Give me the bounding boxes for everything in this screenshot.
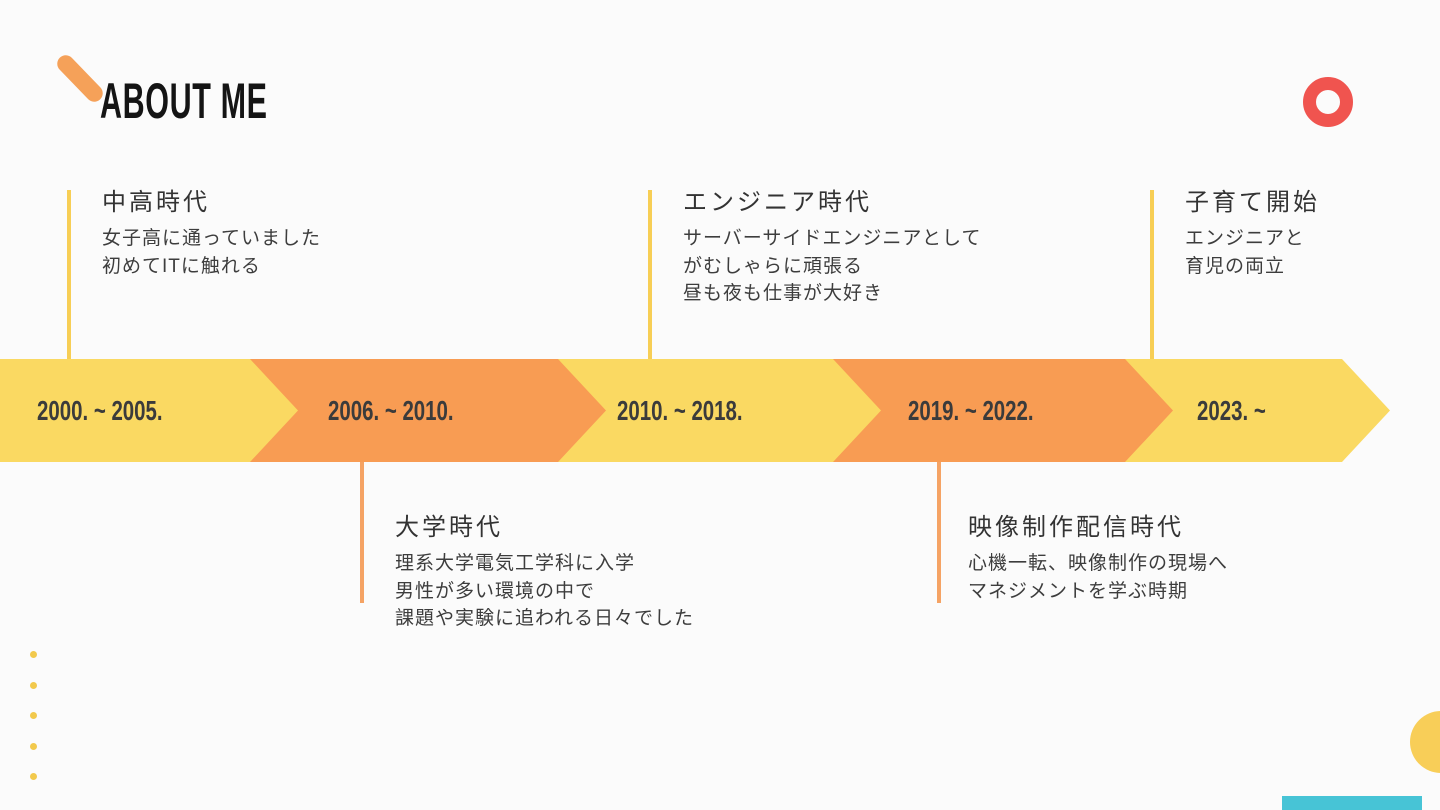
text-line: 育児の両立 — [1185, 255, 1286, 277]
text-line: がむしゃらに頑張る — [683, 255, 864, 277]
milestone-engineer-jidai: エンジニア時代 サーバーサイドエンジニアとしてがむしゃらに頑張る昼も夜も仕事が大… — [683, 188, 981, 308]
connector-line — [937, 462, 941, 603]
timeline-date-label: 2019. ~ 2022. — [908, 395, 1034, 426]
milestone-eizo-seisaku: 映像制作配信時代 心機一転、映像制作の現場へマネジメントを学ぶ時期 — [968, 513, 1228, 605]
timeline-date-label: 2010. ~ 2018. — [617, 395, 743, 426]
milestone-daigaku-jidai: 大学時代 理系大学電気工学科に入学男性が多い環境の中で課題や実験に追われる日々で… — [395, 513, 694, 633]
text-line: 女子高に通っていました — [102, 228, 322, 249]
text-line: 課題や実験に追われる日々でした — [395, 608, 695, 629]
dot-icon — [30, 773, 37, 780]
timeline-segment-2019-2022 — [833, 359, 1173, 462]
connector-line — [360, 462, 364, 603]
text-line: 昼も夜も仕事が大好き — [683, 283, 884, 304]
milestone-description: エンジニアと育児の両立 — [1185, 225, 1320, 280]
milestone-description: 心機一転、映像制作の現場へマネジメントを学ぶ時期 — [968, 550, 1228, 605]
text-line: サーバーサイドエンジニアとして — [683, 228, 982, 249]
text-line: 初めてITに触れる — [102, 255, 261, 277]
timeline-date-label: 2006. ~ 2010. — [328, 395, 454, 426]
text-line: 理系大学電気工学科に入学 — [395, 553, 636, 574]
dot-icon — [30, 742, 37, 750]
milestone-description: 女子高に通っていました初めてITに触れる — [102, 225, 321, 280]
timeline-date-label: 2000. ~ 2005. — [37, 395, 163, 426]
connector-line — [648, 190, 652, 359]
connector-line — [1150, 190, 1154, 359]
brush-dash-icon — [53, 51, 107, 106]
text-line: エンジニアと — [1185, 228, 1305, 249]
text-line: 男性が多い環境の中で — [395, 580, 596, 602]
milestone-title: 大学時代 — [395, 514, 503, 541]
milestone-title: 中高時代 — [102, 189, 210, 216]
milestone-description: サーバーサイドエンジニアとしてがむしゃらに頑張る昼も夜も仕事が大好き — [683, 225, 981, 308]
milestone-chuko-jidai: 中高時代 女子高に通っていました初めてITに触れる — [102, 188, 321, 280]
timeline-segment-2010-2018 — [558, 359, 881, 462]
milestone-title: 映像制作配信時代 — [968, 514, 1184, 541]
teal-bar-decoration — [1282, 796, 1422, 810]
connector-line — [67, 190, 71, 359]
dot-icon — [30, 712, 37, 719]
dot-column-decoration — [30, 651, 37, 780]
milestone-kosodate-kaishi: 子育て開始 エンジニアと育児の両立 — [1185, 188, 1320, 280]
timeline-segment-2000-2005 — [0, 359, 298, 462]
milestone-title: エンジニア時代 — [683, 189, 872, 216]
timeline-date-label: 2023. ~ — [1197, 395, 1266, 426]
dot-icon — [30, 681, 37, 689]
timeline-segment-2006-2010 — [250, 359, 606, 462]
text-line: 心機一転、映像制作の現場へ — [968, 553, 1229, 574]
corner-circle-decoration — [1410, 711, 1440, 773]
text-line: マネジメントを学ぶ時期 — [968, 580, 1189, 602]
dot-icon — [30, 651, 37, 658]
page-title: ABOUT ME — [100, 73, 268, 129]
ring-icon — [1303, 77, 1353, 127]
milestone-description: 理系大学電気工学科に入学男性が多い環境の中で課題や実験に追われる日々でした — [395, 550, 694, 633]
milestone-title: 子育て開始 — [1185, 189, 1320, 216]
